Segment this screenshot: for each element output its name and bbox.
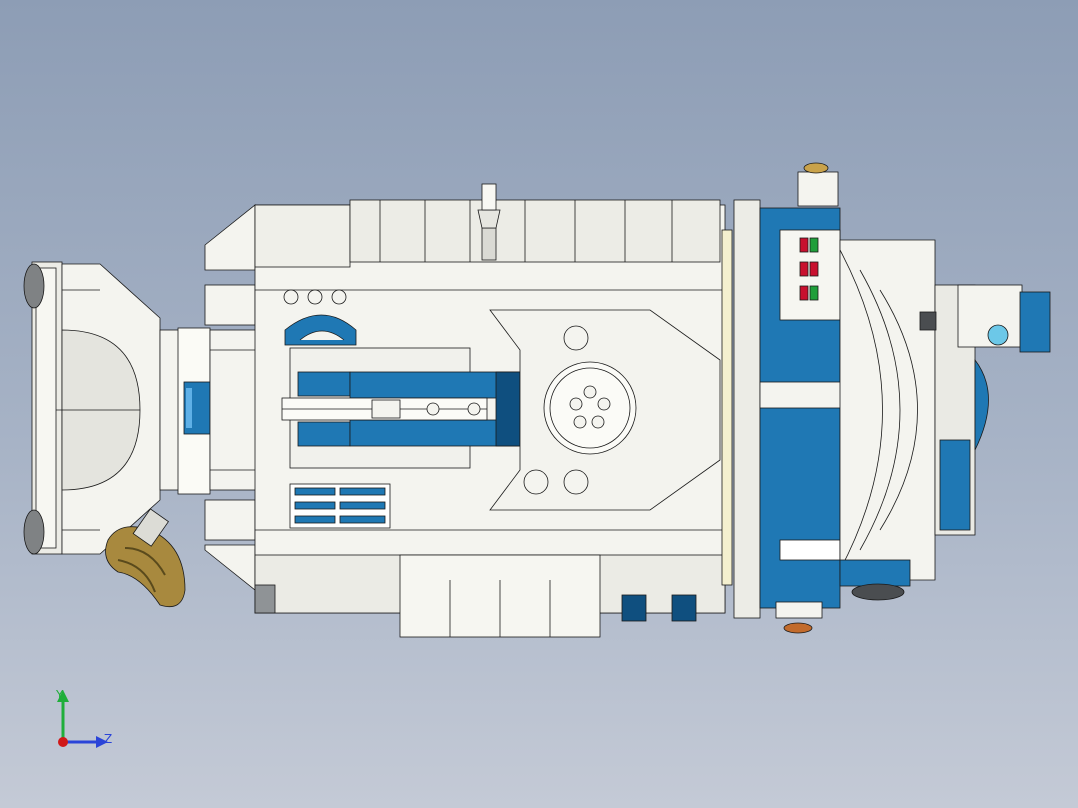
vent-grills xyxy=(289,483,391,529)
brass-exhaust-pipes xyxy=(105,508,186,608)
coordinate-triad: Y Z xyxy=(48,682,128,762)
crank-wheel xyxy=(489,309,721,511)
left-brackets xyxy=(204,204,256,591)
piston-assembly xyxy=(281,347,549,469)
blue-module xyxy=(759,162,851,634)
top-nozzle xyxy=(477,183,501,261)
divider-plates xyxy=(721,199,761,619)
z-axis-label: Z xyxy=(104,732,113,746)
left-end-flange xyxy=(23,261,161,555)
bottom-feet xyxy=(621,594,697,622)
right-end-cap xyxy=(919,284,1051,536)
origin-dot xyxy=(58,737,68,747)
right-arc-section xyxy=(839,239,936,601)
y-axis-label: Y xyxy=(56,688,64,702)
upper-blue-arch xyxy=(283,289,357,346)
shaft-coupling xyxy=(159,327,259,495)
